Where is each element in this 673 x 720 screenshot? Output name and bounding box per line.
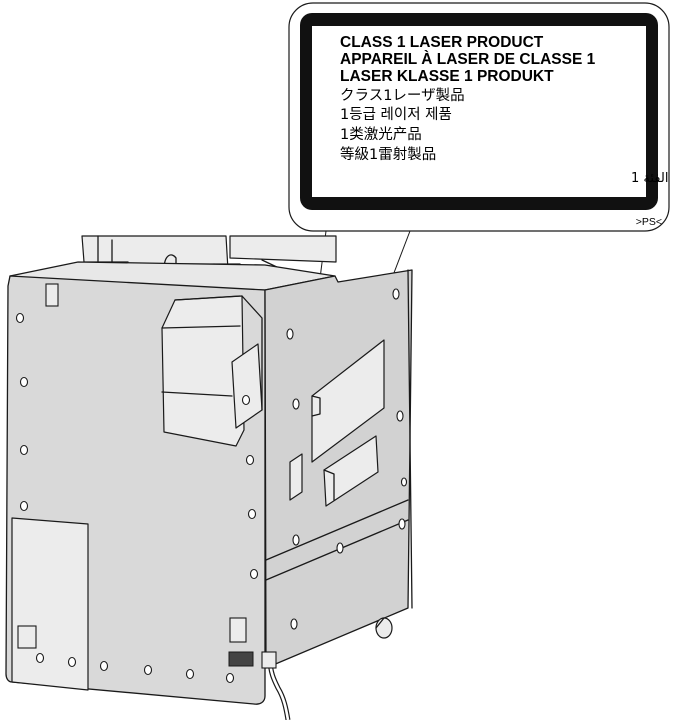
label-line-french: APPAREIL À LASER DE CLASSE 1: [340, 51, 596, 68]
label-line-german: LASER KLASSE 1 PRODUKT: [340, 68, 554, 85]
label-callout: CLASS 1 LASER PRODUCT APPAREIL À LASER D…: [247, 2, 673, 655]
label-line-korean: 1등급 레이저 제품: [340, 106, 452, 123]
laser-label-face: [312, 26, 646, 197]
power-inlet: [261, 651, 277, 669]
side-vent-panel: [311, 339, 385, 463]
machine-laser-label-spot: [228, 651, 254, 667]
lower-front-tab: [17, 625, 37, 649]
side-handle: [323, 435, 379, 507]
label-line-english: CLASS 1 LASER PRODUCT: [340, 34, 544, 51]
caster-wheel-right: [375, 617, 393, 639]
upper-unit: [77, 235, 337, 279]
label-line-arabic: منتج ليزر من الفئة 1: [631, 171, 673, 186]
printer-machine-illustration: [5, 235, 413, 720]
label-part-code: >PS<: [636, 216, 662, 228]
side-small-cover: [289, 453, 303, 501]
machine-label-rectangle: [229, 617, 247, 643]
lower-front-panel: [11, 517, 89, 691]
label-line-japanese: クラス1レーザ製品: [340, 87, 465, 104]
front-slot: [45, 283, 59, 307]
label-line-chinese-simplified: 1类激光产品: [340, 126, 422, 143]
label-line-chinese-traditional: 等級1雷射製品: [340, 145, 436, 163]
interface-cover: [161, 295, 263, 447]
